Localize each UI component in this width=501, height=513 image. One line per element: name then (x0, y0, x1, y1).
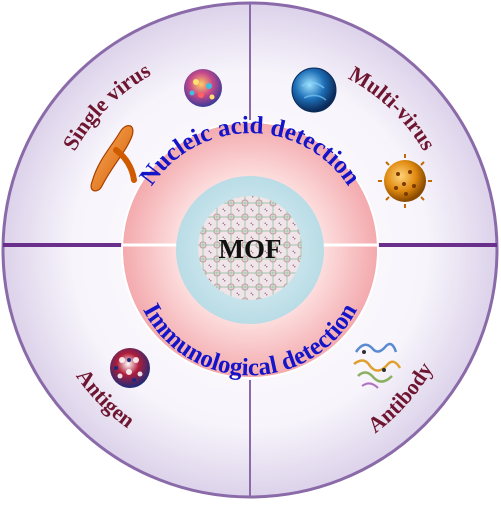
rod-bacterium-icon (90, 125, 137, 192)
multicolor-virus-icon (184, 69, 222, 107)
antibody-protein-icon (353, 342, 402, 389)
spiked-virus-icon (378, 154, 432, 208)
blue-virus-icon (291, 67, 337, 113)
antigen-particle-icon (110, 348, 150, 388)
mof-framework-icon (198, 196, 302, 300)
center-label: MOF (219, 234, 282, 264)
